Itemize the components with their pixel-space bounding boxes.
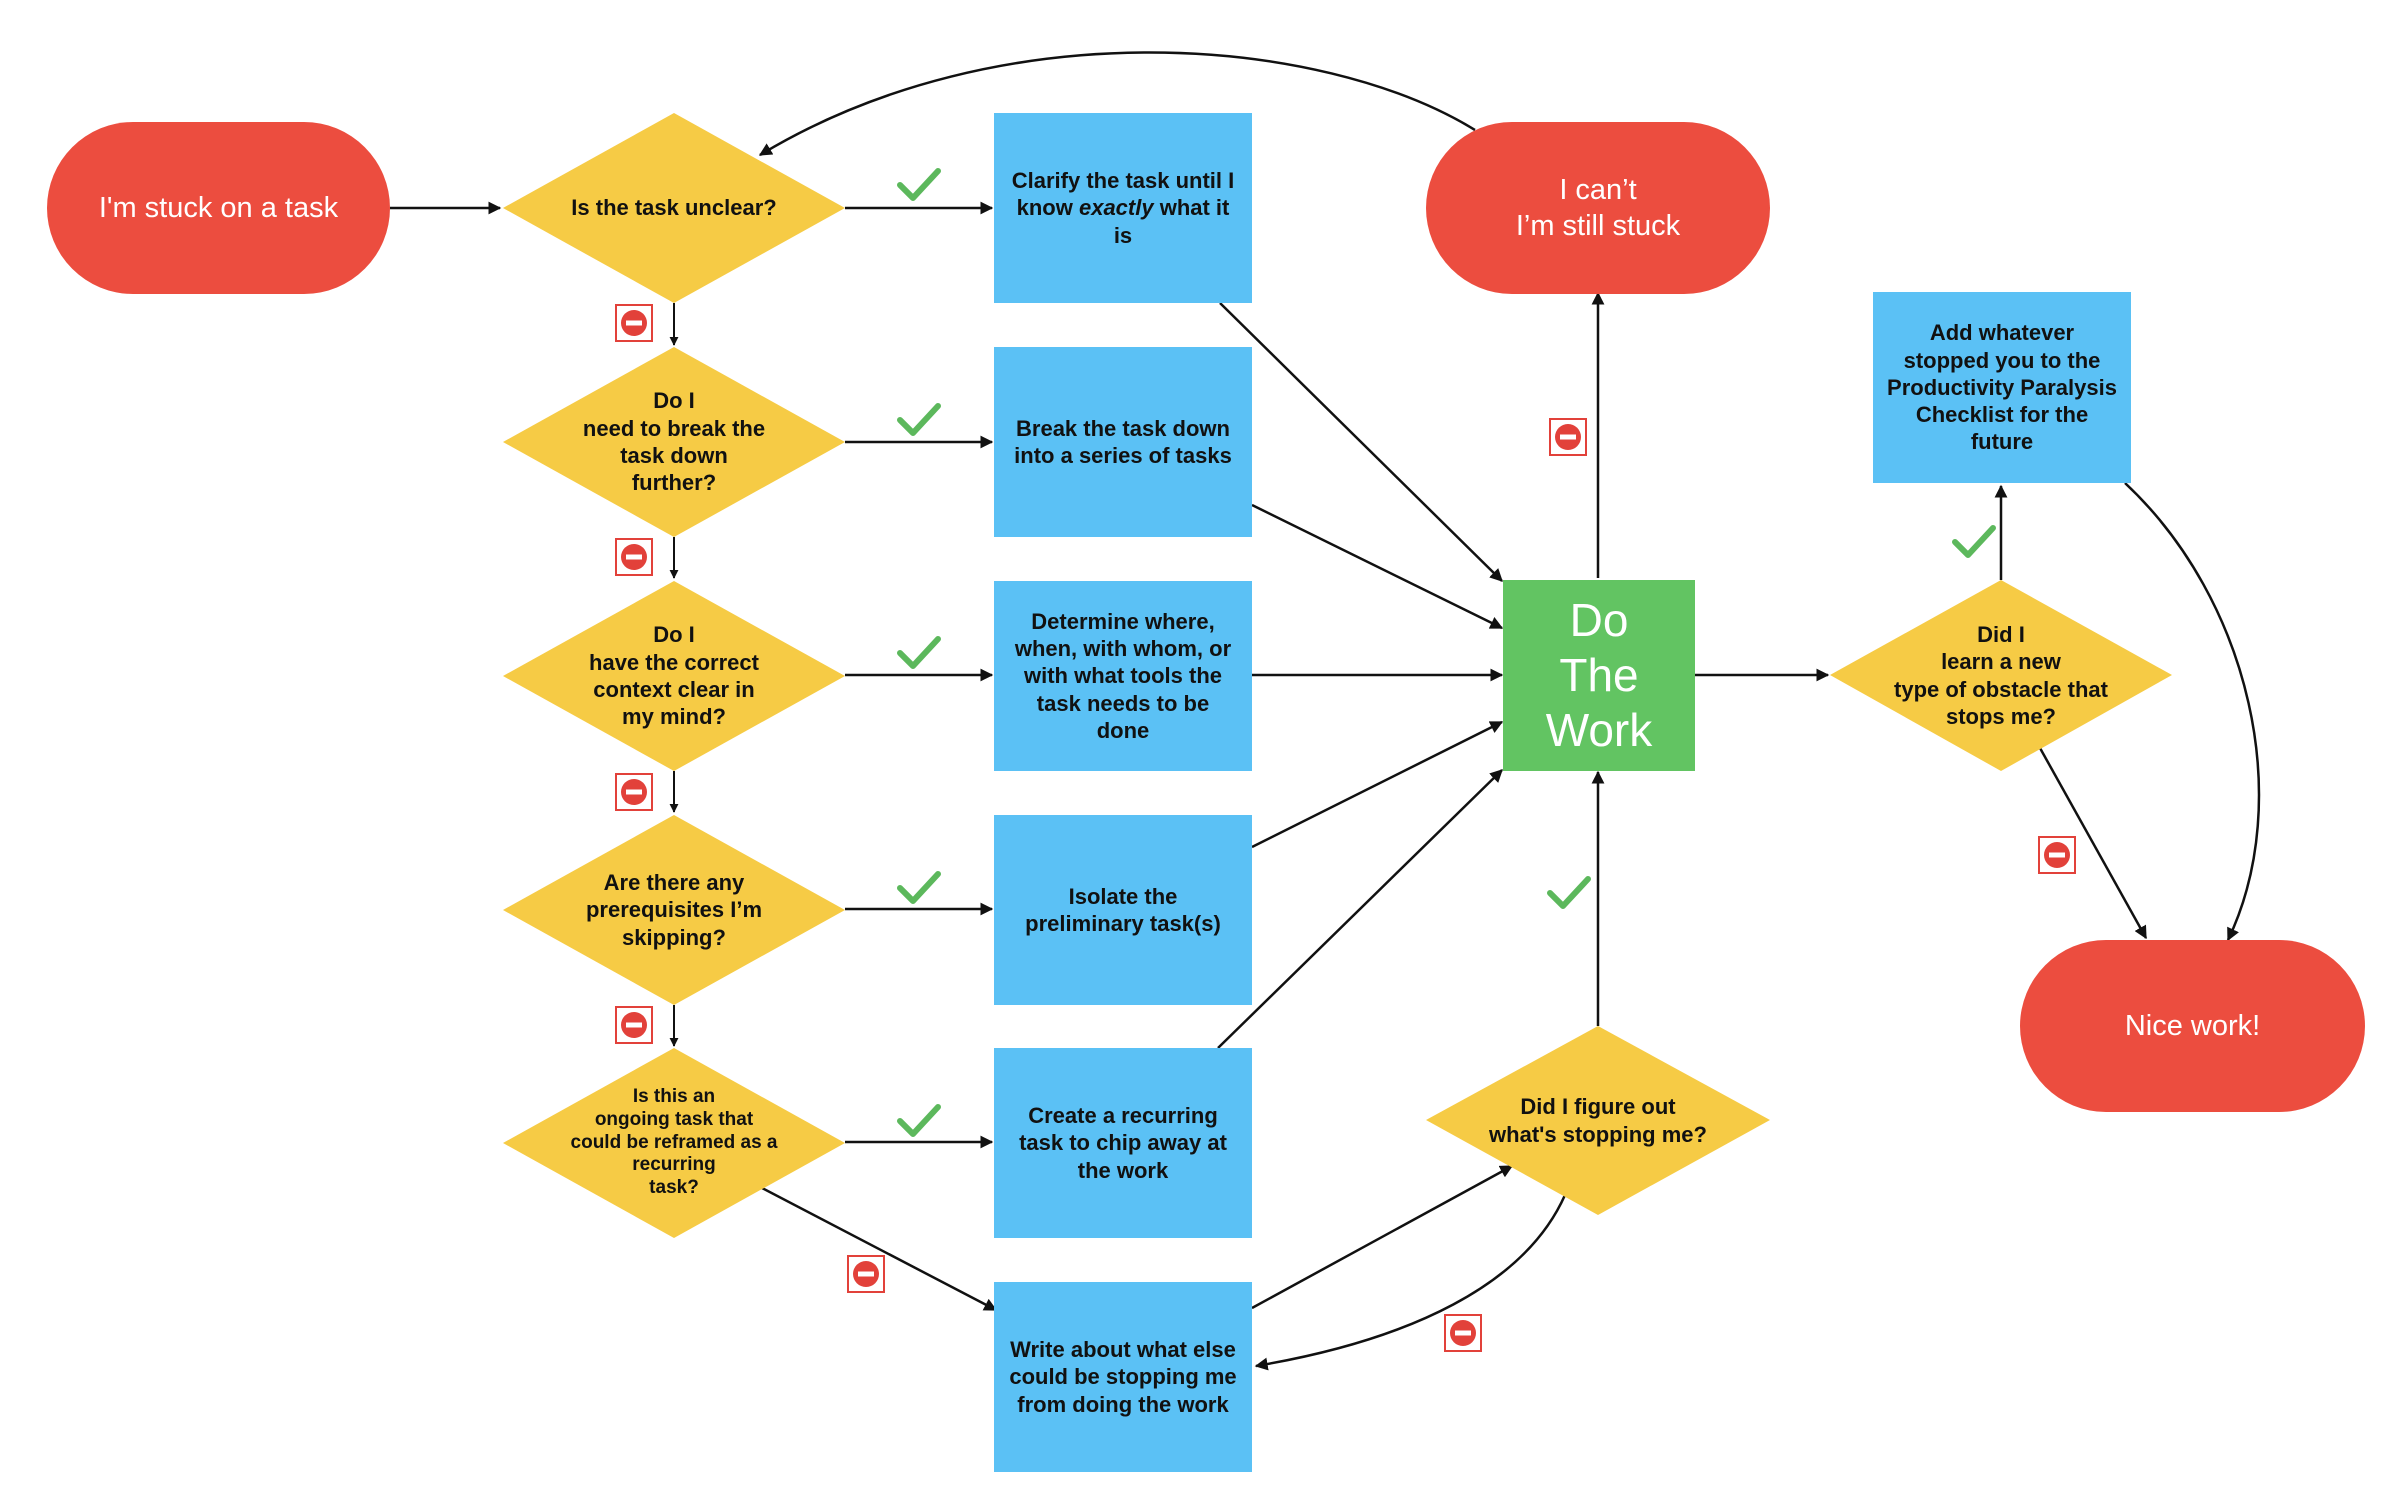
still-stuck-terminal: I can’t I’m still stuck: [1426, 122, 1770, 294]
decision-context: Do I have the correct context clear in m…: [503, 581, 845, 771]
decision-learn-shape: [1830, 580, 2172, 771]
process-determine: Determine where, when, with whom, or wit…: [994, 581, 1252, 771]
decision-figure-label: Did I figure out what's stopping me?: [1489, 1094, 1707, 1147]
clarify-text-before: Clarify the task until I know: [1011, 168, 1235, 221]
arrow-write-to-figure: [1251, 1164, 1514, 1310]
check-icon: [897, 636, 941, 669]
decision-figure: Did I figure out what's stopping me?: [1426, 1026, 1770, 1215]
decision-break: Do I need to break the task down further…: [503, 347, 845, 537]
process-write-label: Write about what else could be stopping …: [1009, 1337, 1237, 1417]
no-entry-icon: [847, 1255, 885, 1293]
decision-learn: Did I learn a new type of obstacle that …: [1830, 580, 2172, 771]
arrow-break-to-work: [1251, 503, 1504, 630]
decision-context-shape: [503, 581, 845, 771]
start-label: I'm stuck on a task: [98, 191, 339, 224]
do-the-work-box: Do The Work: [1503, 580, 1695, 771]
process-clarify: Clarify the task until I know exactly wh…: [994, 113, 1252, 303]
process-break-down: Break the task down into a series of tas…: [994, 347, 1252, 537]
process-isolate-label: Isolate the preliminary task(s): [1025, 883, 1221, 936]
no-entry-icon: [615, 304, 653, 342]
decision-unclear-label: Is the task unclear?: [571, 195, 777, 221]
process-add-checklist: Add whatever stopped you to the Producti…: [1873, 292, 2131, 483]
arrow-learn-no-to-nice: [2038, 747, 2148, 940]
do-the-work-label: Do The Work: [1545, 593, 1653, 757]
decision-prereq: Are there any prerequisites I’m skipping…: [503, 815, 845, 1005]
nice-work-terminal: Nice work!: [2020, 940, 2365, 1112]
decision-unclear-shape: [503, 113, 845, 303]
arrow-add-to-nice: [2124, 482, 2261, 942]
process-recurring-label: Create a recurring task to chip away at …: [1019, 1103, 1227, 1183]
arrow-figure-no-to-write: [1254, 1194, 1567, 1371]
process-recurring: Create a recurring task to chip away at …: [994, 1048, 1252, 1238]
process-determine-label: Determine where, when, with whom, or wit…: [1014, 608, 1232, 743]
decision-prereq-label: Are there any prerequisites I’m skipping…: [585, 870, 763, 950]
clarify-text-after: what it is: [1113, 195, 1230, 248]
no-entry-icon: [1549, 418, 1587, 456]
decision-ongoing-shape: [503, 1048, 845, 1238]
arrow-isolate-to-work: [1251, 720, 1504, 849]
no-entry-icons: [615, 304, 2076, 1352]
decision-learn-label: Did I learn a new type of obstacle that …: [1894, 621, 2108, 729]
decision-ongoing-label: Is this an ongoing task that could be re…: [570, 1086, 778, 1199]
no-entry-icon: [615, 538, 653, 576]
arrow-clarify-to-work: [1219, 302, 1503, 582]
decision-figure-shape: [1426, 1026, 1770, 1215]
nice-work-label: Nice work!: [2124, 1009, 2261, 1042]
no-entry-icon: [615, 773, 653, 811]
process-clarify-label: Clarify the task until I know exactly wh…: [1008, 167, 1238, 249]
decision-break-label: Do I need to break the task down further…: [582, 388, 766, 496]
check-icon: [1547, 876, 1591, 909]
process-write: Write about what else could be stopping …: [994, 1282, 1252, 1472]
process-add-checklist-label: Add whatever stopped you to the Producti…: [1887, 320, 2117, 455]
no-entry-icon: [1444, 1314, 1482, 1352]
check-icon: [897, 871, 941, 904]
no-entry-icon: [615, 1006, 653, 1044]
check-icon: [897, 168, 941, 201]
still-stuck-label: I can’t I’m still stuck: [1515, 173, 1681, 242]
no-entry-icon: [2038, 836, 2076, 874]
start-terminal: I'm stuck on a task: [47, 122, 390, 294]
arrow-ongoing-no: [761, 1186, 998, 1312]
arrow-cant-to-unclear: [758, 51, 1476, 157]
process-break-down-label: Break the task down into a series of tas…: [1014, 415, 1232, 468]
arrow-recurring-to-work: [1217, 769, 1503, 1049]
check-icon: [897, 1104, 941, 1137]
decision-ongoing: Is this an ongoing task that could be re…: [503, 1048, 845, 1238]
decision-context-label: Do I have the correct context clear in m…: [589, 622, 759, 730]
decision-break-shape: [503, 347, 845, 537]
decision-unclear: Is the task unclear?: [503, 113, 845, 303]
decision-prereq-shape: [503, 815, 845, 1005]
check-icon: [1952, 525, 1996, 558]
process-isolate: Isolate the preliminary task(s): [994, 815, 1252, 1005]
clarify-text-emphasis: exactly: [1078, 195, 1154, 221]
check-icon: [897, 403, 941, 436]
